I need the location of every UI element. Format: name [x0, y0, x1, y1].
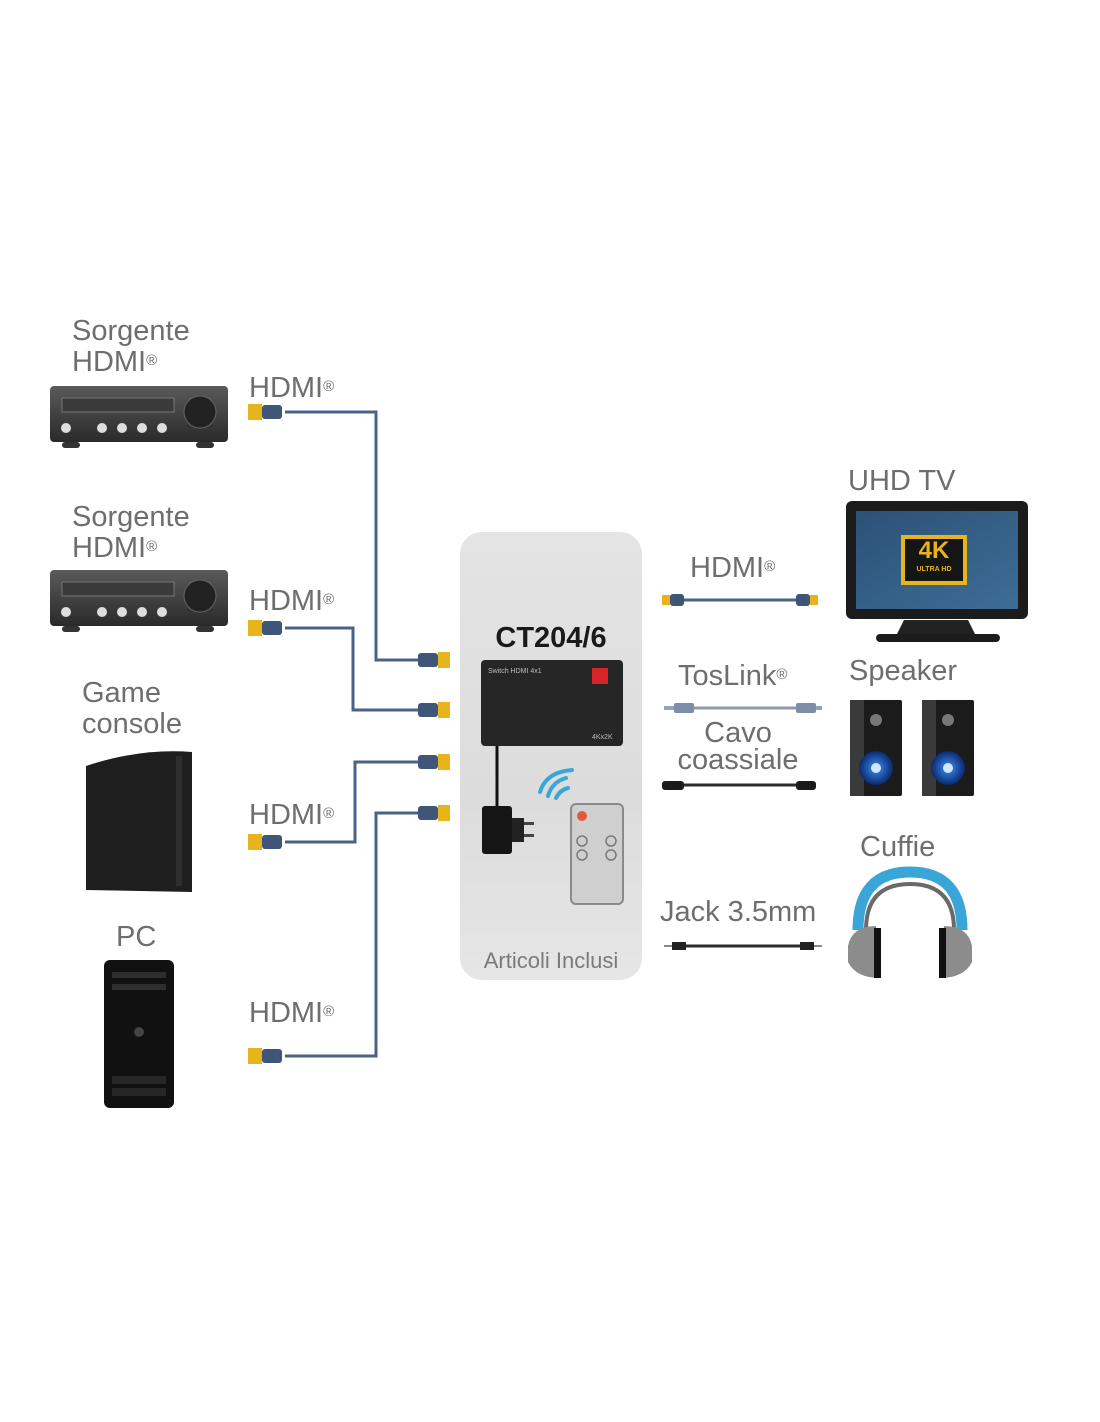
registered-mark: ®: [776, 666, 788, 683]
tv-badge-main: 4K: [918, 537, 950, 564]
hdmi-cable-tv: [662, 594, 818, 606]
cable-label-text: TosLink: [678, 660, 777, 692]
headphones-label: Cuffie: [860, 831, 936, 863]
headphones-icon: [848, 866, 972, 978]
jack-cable: [664, 942, 822, 950]
game-console-label: Game console: [82, 678, 182, 740]
coaxial-cable: [662, 781, 816, 790]
hdmi-connector-icon: [418, 652, 450, 821]
source-1-label-line2: HDMI: [72, 346, 147, 378]
source-1-label: Sorgente HDMI®: [72, 316, 190, 378]
hdmi-connector-icon: [248, 404, 282, 1064]
cable-label-text: HDMI: [249, 372, 324, 404]
included-items-caption: Articoli Inclusi: [483, 948, 619, 973]
cable-label-source-1: HDMI®: [249, 373, 334, 404]
hdmi-cable-source-2: [285, 626, 420, 712]
cable-label-jack: Jack 3.5mm: [660, 896, 817, 928]
speaker-label: Speaker: [849, 655, 958, 687]
switch-badge: 4Kx2K: [592, 734, 613, 741]
cable-label-pc: HDMI®: [249, 998, 334, 1029]
source-2-label-line2: HDMI: [72, 532, 147, 564]
registered-mark: ®: [146, 352, 158, 369]
pc-label: PC: [116, 921, 157, 953]
cable-label-tv: HDMI®: [690, 553, 775, 584]
game-console-label-line2: console: [82, 708, 182, 740]
coaxial-label-line1: Cavo: [704, 717, 772, 749]
game-console-label-line1: Game: [82, 677, 161, 709]
hdmi-cable-source-1: [285, 410, 420, 662]
cable-label-text: HDMI: [249, 585, 324, 617]
uhd-tv-label: UHD TV: [848, 465, 956, 497]
game-console-icon: [86, 751, 192, 892]
registered-mark: ®: [323, 1003, 335, 1020]
cable-label-source-2: HDMI®: [249, 586, 334, 617]
registered-mark: ®: [323, 378, 335, 395]
registered-mark: ®: [146, 538, 158, 555]
source-1-label-line1: Sorgente: [72, 315, 190, 347]
cable-label-text: HDMI: [690, 552, 765, 584]
tv-icon: [846, 501, 1028, 642]
included-items-panel: [460, 532, 642, 980]
tv-badge-sub: ULTRA HD: [916, 566, 952, 573]
cable-label-toslink: TosLink®: [678, 661, 787, 692]
registered-mark: ®: [323, 591, 335, 608]
pc-tower-icon: [104, 960, 174, 1108]
switch-label: Switch HDMI 4x1: [488, 668, 542, 675]
hdmi-cable-game-console: [285, 760, 420, 844]
av-receiver-icon: [50, 386, 228, 448]
source-2-label: Sorgente HDMI®: [72, 502, 190, 564]
registered-mark: ®: [323, 805, 335, 822]
speaker-icon: [922, 700, 974, 796]
coaxial-label-line2: coassiale: [677, 744, 799, 776]
cable-label-text: HDMI: [249, 799, 324, 831]
registered-mark: ®: [764, 558, 776, 575]
hdmi-cable-pc: [285, 811, 420, 1058]
cable-label-coaxial: Cavo coassiale: [668, 717, 808, 776]
product-model-title: CT204/6: [495, 622, 607, 654]
toslink-cable: [664, 703, 822, 713]
av-receiver-icon: [50, 570, 228, 632]
source-2-label-line1: Sorgente: [72, 501, 190, 533]
cable-label-game-console: HDMI®: [249, 800, 334, 831]
cable-label-text: HDMI: [249, 997, 324, 1029]
speaker-icon: [850, 700, 902, 796]
